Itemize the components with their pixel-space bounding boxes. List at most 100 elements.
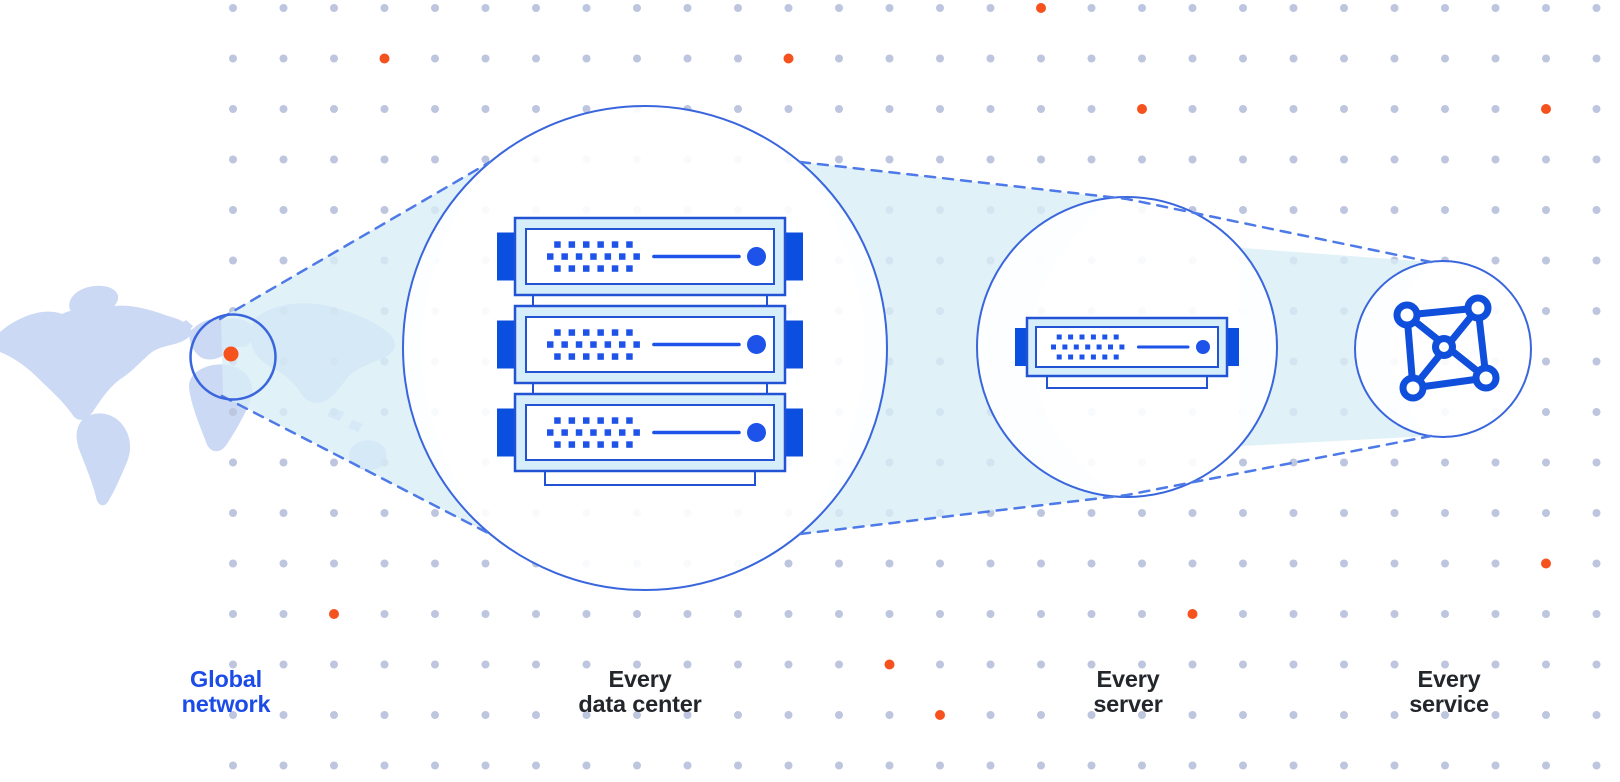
- grid-dot: [1441, 155, 1449, 164]
- server-led-pixel: [1090, 334, 1096, 340]
- grid-dot: [1441, 206, 1449, 214]
- grid-dot: [279, 761, 288, 770]
- grid-dot: [279, 4, 288, 12]
- grid-dot: [1087, 761, 1096, 770]
- server-led-pixel: [590, 429, 597, 436]
- server-led-pixel: [583, 417, 590, 424]
- grid-dot: [380, 155, 389, 164]
- server-illustration: [1015, 316, 1239, 389]
- server-led-pixel: [597, 353, 604, 360]
- grid-dot: [1592, 105, 1601, 113]
- grid-dot: [1340, 458, 1348, 467]
- grid-dot: [481, 711, 490, 719]
- grid-dot: [1491, 105, 1500, 113]
- grid-dot: [1441, 105, 1449, 113]
- grid-dot: [1390, 711, 1399, 719]
- server-led-pixel: [568, 329, 576, 336]
- grid-dot: [1289, 54, 1298, 63]
- server-led-pixel: [1102, 334, 1108, 340]
- grid-dot: [633, 610, 641, 618]
- grid-dot: [229, 660, 237, 669]
- grid-dot: [330, 761, 338, 770]
- grid-dot: [835, 105, 843, 113]
- server-led-pixel: [597, 441, 604, 448]
- grid-dot: [1592, 307, 1601, 315]
- grid-dot: [1542, 256, 1550, 265]
- grid-dot: [1188, 509, 1197, 517]
- grid-dot: [835, 761, 843, 770]
- grid-dot: [1390, 4, 1399, 12]
- grid-dot: [1037, 610, 1045, 618]
- accent-dot: [935, 710, 945, 720]
- grid-dot: [229, 256, 237, 265]
- grid-dot: [1239, 660, 1247, 669]
- grid-dot: [1138, 155, 1146, 164]
- grid-dot: [1138, 4, 1146, 12]
- map-united-kingdom: [177, 320, 193, 335]
- grid-dot: [1037, 660, 1045, 669]
- grid-dot: [986, 54, 995, 63]
- server-led-pixel: [633, 253, 640, 260]
- grid-dot: [1289, 559, 1298, 568]
- map-location-marker-icon: [223, 346, 239, 362]
- grid-dot: [1390, 761, 1399, 770]
- server-led-pixel: [583, 441, 590, 448]
- grid-dot: [1340, 4, 1348, 12]
- grid-dot: [1138, 660, 1146, 669]
- grid-dot: [532, 711, 540, 719]
- accent-dot: [1541, 104, 1551, 114]
- server-led-pixel: [1090, 354, 1096, 360]
- grid-dot: [1491, 509, 1500, 517]
- grid-dot: [1390, 559, 1399, 568]
- grid-dot: [229, 458, 237, 467]
- data-center-servers-illustration: [497, 216, 803, 486]
- grid-dot: [1542, 307, 1550, 315]
- grid-dot: [683, 711, 692, 719]
- grid-dot: [1542, 610, 1550, 618]
- server-led-pixel: [604, 341, 612, 348]
- server-led-pixel: [575, 341, 583, 348]
- stage-label-line: data center: [578, 691, 702, 717]
- grid-dot: [380, 206, 389, 214]
- grid-dot: [229, 206, 237, 214]
- grid-dot: [582, 610, 591, 618]
- grid-dot: [229, 761, 237, 770]
- server-led-pixel: [626, 329, 633, 336]
- grid-dot: [1340, 509, 1348, 517]
- grid-dot: [380, 761, 389, 770]
- grid-dot: [582, 761, 591, 770]
- grid-dot: [1138, 54, 1146, 63]
- stage-label-line: network: [181, 691, 271, 717]
- stage-label-line: Every: [1417, 666, 1481, 692]
- accent-dot: [884, 659, 895, 670]
- grid-dot: [1087, 711, 1096, 719]
- grid-dot: [1592, 206, 1601, 214]
- server-led-pixel: [583, 265, 590, 272]
- grid-dot: [1340, 206, 1348, 214]
- grid-dot: [784, 660, 793, 669]
- grid-dot: [1340, 711, 1348, 719]
- grid-dot: [380, 711, 389, 719]
- grid-dot: [1491, 761, 1500, 770]
- server-led-pixel: [1102, 354, 1108, 360]
- grid-dot: [1239, 155, 1247, 164]
- grid-dot: [1188, 559, 1197, 568]
- grid-dot: [1542, 458, 1550, 467]
- grid-dot: [1441, 761, 1449, 770]
- grid-dot: [683, 761, 692, 770]
- grid-dot: [1491, 559, 1500, 568]
- server-led-pixel: [597, 329, 604, 336]
- grid-dot: [1441, 610, 1449, 618]
- server-led-pixel: [554, 417, 561, 424]
- grid-dot: [683, 660, 692, 669]
- grid-dot: [734, 105, 742, 113]
- accent-dot: [1036, 3, 1046, 13]
- grid-dot: [1087, 155, 1096, 164]
- grid-dot: [431, 761, 439, 770]
- grid-dot: [1390, 206, 1399, 214]
- server-led-pixel: [554, 265, 561, 272]
- map-greenland: [69, 285, 119, 316]
- grid-dot: [1188, 711, 1197, 719]
- grid-dot: [582, 4, 591, 12]
- grid-dot: [481, 54, 490, 63]
